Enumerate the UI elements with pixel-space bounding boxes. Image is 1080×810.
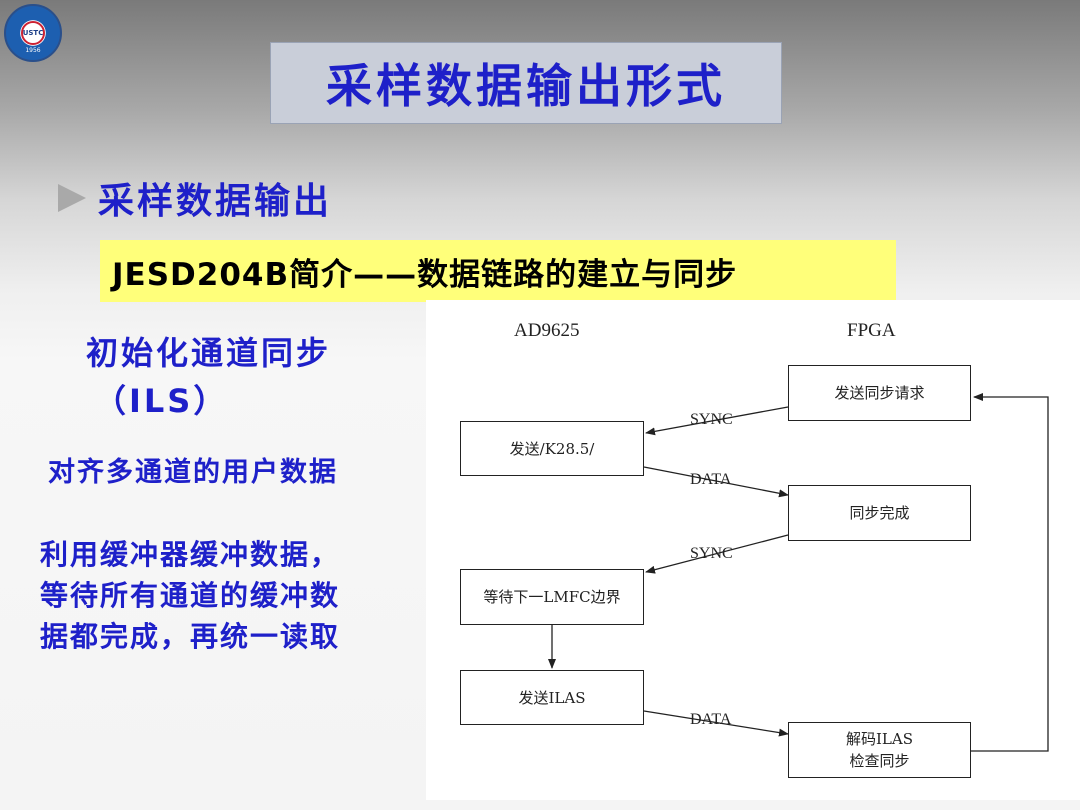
diagram-connectors — [548, 393, 1049, 752]
ils-purpose: 对齐多通道的用户数据 — [48, 457, 338, 488]
feedback-loop-arrow — [971, 393, 1049, 752]
ils-abbrev: （ILS） — [94, 382, 229, 420]
box-decode-line: 检查同步 — [849, 752, 910, 770]
ils-description-line: 利用缓冲器缓冲数据， — [40, 538, 341, 571]
box-send-k285: 发送/K28.5/ — [460, 421, 644, 476]
banner: JESD204B简介——数据链路的建立与同步 — [100, 240, 896, 302]
box-send-ilas: 发送ILAS — [460, 670, 644, 725]
label-data-1: DATA — [690, 471, 732, 488]
ils-heading: 初始化通道同步 — [86, 334, 332, 372]
label-data-2: DATA — [690, 711, 732, 728]
university-logo: USTC 1956 — [4, 4, 62, 62]
bullet-row: 采样数据输出 — [58, 172, 332, 224]
column-header-adc: AD9625 — [514, 320, 580, 341]
box-decode-line: 解码ILAS — [846, 730, 913, 748]
ils-flow-diagram: AD9625 FPGA 发送同步请求 发送/K28.5/ 同步完成 等待下一LM… — [426, 300, 1080, 800]
ils-description-line: 等待所有通道的缓冲数 — [40, 579, 341, 612]
logo-year: 1956 — [25, 47, 41, 54]
title-box: 采样数据输出形式 — [270, 42, 782, 124]
bullet-arrow-icon — [58, 184, 86, 212]
box-sync-complete: 同步完成 — [788, 485, 971, 541]
slide-title: 采样数据输出形式 — [326, 59, 726, 113]
box-decode-ilas: 解码ILAS 检查同步 — [788, 722, 971, 778]
ils-description: 利用缓冲器缓冲数据， 等待所有通道的缓冲数 据都完成，再统一读取 — [40, 534, 340, 657]
box-send-sync-request: 发送同步请求 — [788, 365, 971, 421]
data-arrow-2 — [643, 710, 789, 737]
banner-text: JESD204B简介——数据链路的建立与同步 — [112, 256, 738, 293]
sync-arrow-2 — [645, 534, 789, 574]
logo-center: USTC — [21, 21, 45, 45]
label-sync-1: SYNC — [690, 411, 733, 428]
column-header-fpga: FPGA — [847, 320, 896, 341]
bullet-text: 采样数据输出 — [98, 180, 333, 222]
box-wait-lmfc: 等待下一LMFC边界 — [460, 569, 644, 625]
sync-arrow-1 — [645, 406, 789, 436]
ils-description-line: 据都完成，再统一读取 — [40, 620, 341, 653]
data-arrow-1 — [643, 466, 789, 498]
label-sync-2: SYNC — [690, 545, 733, 562]
